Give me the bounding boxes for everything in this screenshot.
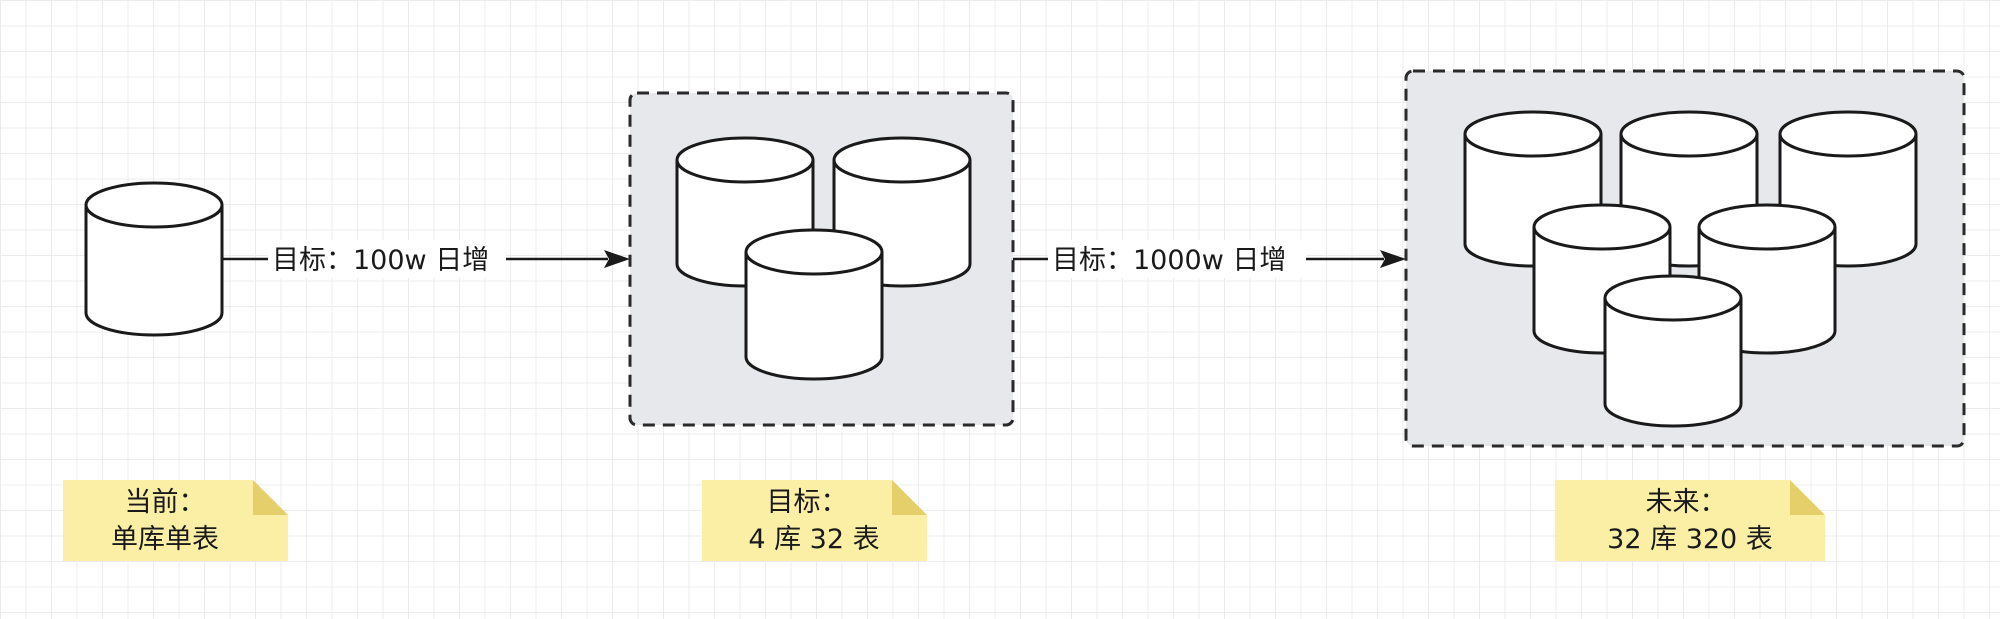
- note-target-line2: 4 库 32 表: [748, 524, 879, 555]
- note-target-line1: 目标：: [767, 487, 848, 518]
- database-icon-current[interactable]: [84, 181, 224, 337]
- edge-label-2: 目标：1000w 日增: [1052, 245, 1286, 276]
- note-current-line1: 当前：: [125, 487, 206, 518]
- edge-label-1: 目标：100w 日增: [272, 245, 489, 276]
- note-current-line2: 单库单表: [111, 524, 219, 555]
- edge-current-to-target[interactable]: 目标：100w 日增: [222, 240, 630, 278]
- edge-target-to-future[interactable]: 目标：1000w 日增: [1013, 240, 1406, 278]
- database-icon-target-3[interactable]: [744, 228, 884, 381]
- note-future[interactable]: 未来： 32 库 320 表: [1555, 480, 1825, 561]
- note-future-line2: 32 库 320 表: [1607, 524, 1773, 555]
- note-current[interactable]: 当前： 单库单表: [63, 480, 288, 561]
- database-icon-future-6[interactable]: [1603, 274, 1743, 428]
- note-future-line1: 未来：: [1646, 487, 1727, 518]
- note-target[interactable]: 目标： 4 库 32 表: [702, 480, 927, 561]
